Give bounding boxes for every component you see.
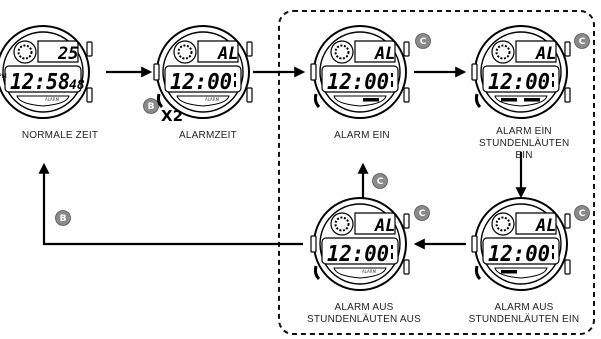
c-button-badge-alarm-off-chime-off: C (414, 205, 430, 221)
button-highlight (313, 265, 321, 281)
watch-alarm_on: AL 12:00 (310, 25, 410, 119)
caption-alarm-time: ALARMZEIT (179, 130, 237, 141)
top-window-text: AL (374, 216, 395, 236)
top-window-text: AL (535, 216, 556, 236)
main-time-display: 12:58 (10, 70, 70, 95)
arrow-return-to-normal (38, 162, 303, 246)
lcd-tick (234, 73, 236, 77)
mode-label: ALARM (362, 269, 377, 274)
main-time-display: 12:00 (488, 242, 550, 267)
button-badges: B B C C C C C (55, 33, 590, 226)
badge-letter: C (579, 209, 586, 219)
badge-letter: C (420, 37, 427, 47)
main-time-display: 12:00 (170, 70, 232, 95)
c-button-badge-alarm-off-chime-on: C (574, 205, 590, 221)
top-window-text: AL (374, 44, 395, 64)
top-window-text: AL (535, 44, 556, 64)
c-button-badge-chime-on: C (574, 33, 590, 49)
chime-indicator (501, 98, 517, 102)
caption-alarm-off-chime-off-text: ALARM AUS STUNDENLÄUTEN AUS (307, 302, 421, 325)
alarm-indicator (363, 98, 379, 102)
main-time-display: 12:00 (327, 242, 389, 267)
pm-indicator: PM (0, 73, 7, 80)
lcd-tick (391, 81, 393, 87)
lcd-tick (552, 73, 554, 77)
alarm-settings-frame (278, 10, 595, 335)
caption-alarm-off-chime-off: ALARM AUS STUNDENLÄUTEN AUS (284, 302, 444, 326)
top-window-text: 25 (57, 44, 78, 64)
badge-letter: C (377, 177, 384, 187)
button-highlight (474, 93, 482, 109)
button-highlight (156, 93, 164, 109)
lcd-tick (391, 245, 393, 249)
lcd-tick (391, 73, 393, 77)
lcd-tick (552, 245, 554, 249)
chime-indicator (501, 270, 517, 274)
caption-alarm-on-chime-on-text: ALARM EIN STUNDENLÄUTEN EIN (479, 126, 570, 161)
lcd-tick (552, 253, 554, 259)
watches: 25PM12:5848ALARMAL12:00ALARMAL12:00AL12:… (0, 25, 571, 291)
lcd-tick (391, 253, 393, 259)
lcd-tick (552, 81, 554, 87)
badge-letter: B (148, 102, 155, 112)
mode-label: ALARM (45, 97, 60, 102)
lcd-tick (234, 81, 236, 87)
mode-label: ALARM (205, 97, 220, 102)
main-time-display: 12:00 (488, 70, 550, 95)
b-button-badge-return: B (55, 210, 71, 226)
badge-letter: B (60, 214, 67, 224)
button-highlight (313, 93, 321, 109)
c-button-badge-alarm-on: C (415, 33, 431, 49)
main-time-display: 12:00 (327, 70, 389, 95)
seconds-display: 48 (69, 78, 85, 93)
watch-alarm_on_chime_on: AL 12:00 (471, 25, 571, 119)
press-count-label: X2 (161, 107, 183, 125)
c-button-badge-up: C (372, 173, 388, 189)
caption-alarm-off-chime-on: ALARM AUS STUNDENLÄUTEN EIN (444, 302, 601, 326)
badge-letter: C (419, 209, 426, 219)
caption-alarm-off-chime-on-text: ALARM AUS STUNDENLÄUTEN EIN (468, 302, 580, 325)
caption-alarm-on: ALARM EIN (334, 130, 390, 141)
b-button-badge-alarmtime: B (143, 98, 159, 114)
button-highlight (474, 265, 482, 281)
alarm-indicator (524, 98, 540, 102)
caption-alarm-on-chime-on: ALARM EIN STUNDENLÄUTEN EIN (444, 126, 601, 162)
caption-normal: NORMALE ZEIT (21, 130, 99, 141)
flow-arrows (38, 66, 527, 250)
top-window-text: AL (217, 44, 238, 64)
watch-alarm_off_chime_on: AL 12:00 (471, 197, 571, 291)
badge-letter: C (579, 37, 586, 47)
